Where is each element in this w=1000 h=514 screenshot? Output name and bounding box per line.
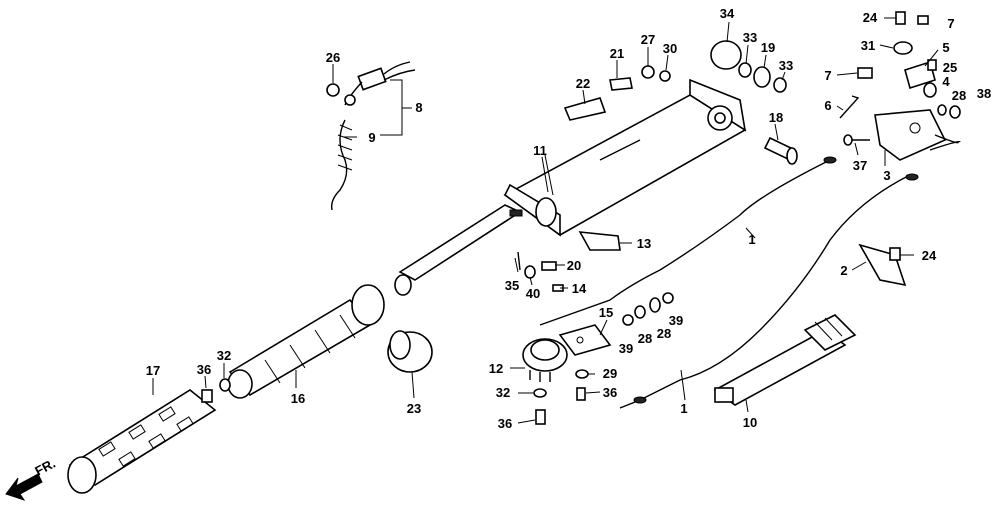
label-38: 38 <box>977 86 991 101</box>
extension-tube-10 <box>713 314 857 406</box>
label-39a: 39 <box>619 341 633 356</box>
label-35: 35 <box>505 278 519 293</box>
label-4: 4 <box>942 74 950 89</box>
bracket-15 <box>558 324 612 356</box>
collar-4 <box>923 82 937 98</box>
nut-38 <box>949 105 961 119</box>
label-16: 16 <box>291 391 305 406</box>
screw-25 <box>927 59 937 71</box>
label-23: 23 <box>407 401 421 416</box>
washer-28a <box>937 104 947 116</box>
label-28b: 28 <box>638 331 652 346</box>
collar-19 <box>753 66 771 88</box>
label-36b: 36 <box>603 385 617 400</box>
label-25: 25 <box>943 60 957 75</box>
plate-22 <box>563 97 607 121</box>
bolt-18 <box>763 136 798 165</box>
label-9: 9 <box>368 130 375 145</box>
label-37: 37 <box>853 158 867 173</box>
screw-36a <box>201 389 213 403</box>
label-28c: 28 <box>657 326 671 341</box>
label-32a: 32 <box>217 348 231 363</box>
washer-33a <box>738 62 752 78</box>
washer-31 <box>893 41 913 55</box>
label-19: 19 <box>761 40 775 55</box>
label-31: 31 <box>861 38 875 53</box>
bracket-2 <box>858 243 907 287</box>
label-12: 12 <box>489 361 503 376</box>
washer-32a <box>219 378 231 392</box>
label-2: 2 <box>840 263 847 278</box>
collar-23 <box>387 330 433 373</box>
label-11: 11 <box>533 143 547 158</box>
label-28a: 28 <box>952 88 966 103</box>
clip-20 <box>541 261 557 271</box>
nut-27 <box>641 65 655 79</box>
label-24b: 24 <box>922 248 937 263</box>
label-33a: 33 <box>743 30 757 45</box>
label-7a: 7 <box>947 16 954 31</box>
label-5: 5 <box>942 40 949 55</box>
label-1a: 1 <box>748 232 755 247</box>
label-17: 17 <box>146 363 160 378</box>
label-32b: 32 <box>496 385 510 400</box>
washer-33b <box>773 77 787 93</box>
plate-21 <box>609 77 633 91</box>
tiller-arm <box>394 78 747 296</box>
kill-switch <box>326 61 416 211</box>
washer-39b <box>662 292 674 304</box>
label-15: 15 <box>599 305 613 320</box>
label-6: 6 <box>824 98 831 113</box>
label-8: 8 <box>415 100 422 115</box>
washer-28c <box>649 297 661 313</box>
label-26: 26 <box>326 50 340 65</box>
washer-39a <box>622 314 634 326</box>
label-14: 14 <box>572 281 587 296</box>
washer-28b <box>634 305 646 319</box>
label-10: 10 <box>743 415 757 430</box>
label-21: 21 <box>610 46 624 61</box>
label-22: 22 <box>576 76 590 91</box>
label-34: 34 <box>720 6 735 21</box>
label-7b: 7 <box>824 68 831 83</box>
label-33b: 33 <box>779 58 793 73</box>
label-13: 13 <box>637 236 651 251</box>
front-direction-arrow: FR. <box>5 456 58 501</box>
screw-36b <box>576 387 586 401</box>
label-40: 40 <box>526 286 540 301</box>
label-36c: 36 <box>498 416 512 431</box>
throttle-cam-12 <box>522 338 568 382</box>
spring-6 <box>839 95 860 119</box>
part-labels: 34 27 30 21 22 33 19 33 18 26 8 9 11 13 … <box>146 6 991 431</box>
leader-lines <box>152 17 939 424</box>
washer-30 <box>659 70 671 82</box>
throttle-lever-3 <box>874 109 959 161</box>
label-20: 20 <box>567 258 581 273</box>
spring-35 <box>517 251 521 271</box>
label-1b: 1 <box>680 401 687 416</box>
label-18: 18 <box>769 110 783 125</box>
label-29: 29 <box>603 366 617 381</box>
throttle-cables <box>539 140 961 409</box>
pin-13 <box>578 231 621 251</box>
bolt-36c <box>535 409 546 425</box>
washer-32b <box>533 388 547 398</box>
label-30: 30 <box>663 41 677 56</box>
label-39b: 39 <box>669 313 683 328</box>
washer-34 <box>710 40 742 70</box>
label-24a: 24 <box>863 10 878 25</box>
label-3: 3 <box>883 168 890 183</box>
label-27: 27 <box>641 32 655 47</box>
bolt-37 <box>843 134 870 146</box>
clip-7a <box>917 15 929 25</box>
washer-40 <box>524 265 536 279</box>
grip-16 <box>227 284 385 399</box>
clip-7b <box>857 67 873 79</box>
nut-29 <box>575 369 589 379</box>
label-36a: 36 <box>197 362 211 377</box>
bolt-24a <box>895 11 906 25</box>
grip-17 <box>67 389 217 494</box>
